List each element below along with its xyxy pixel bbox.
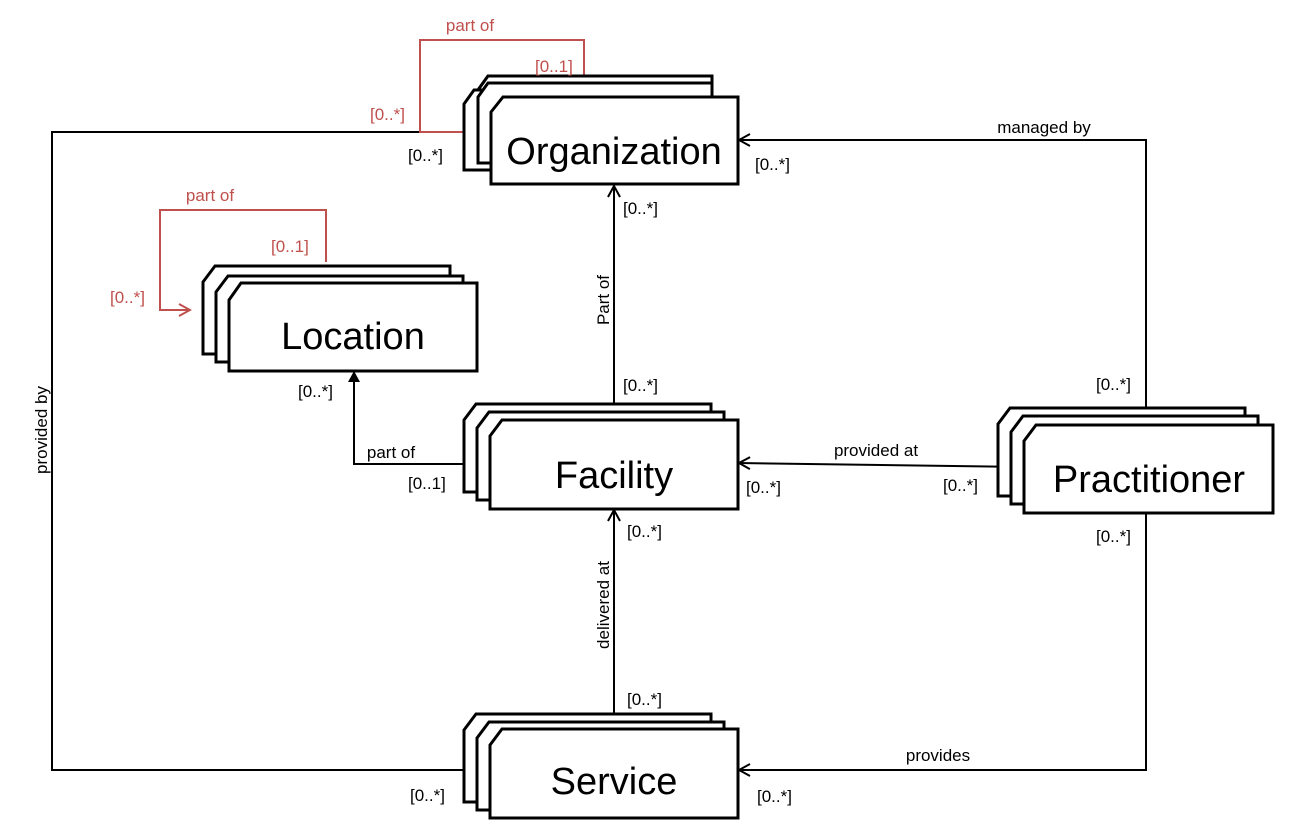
facility-part-of-org-facility-mult: [0..*] [623, 376, 658, 395]
provides-label: provides [906, 746, 970, 765]
org-self-upper-mult: [0..1] [535, 57, 573, 76]
provided-by-label: provided by [32, 386, 51, 474]
loc-self-upper-mult: [0..1] [271, 237, 309, 256]
managed-by-practitioner-mult: [0..*] [1096, 375, 1131, 394]
delivered-at-label: delivered at [594, 561, 613, 649]
organization-node[interactable]: Organization [462, 74, 740, 186]
practitioner-node[interactable]: Practitioner [996, 406, 1275, 515]
provided-by-service-mult: [0..*] [410, 786, 445, 805]
org-self-label: part of [446, 16, 494, 35]
connector-facility-part-of-location [348, 371, 490, 465]
provides-service-mult: [0..*] [757, 787, 792, 806]
connector-provided-by [51, 132, 488, 771]
connector-provided-at [739, 463, 1023, 467]
provided-at-label: provided at [834, 441, 918, 460]
provided-at-practitioner-mult: [0..*] [943, 476, 978, 495]
connector-location-self [159, 209, 327, 310]
delivered-at-service-mult: [0..*] [627, 690, 662, 709]
connector-organization-self [419, 39, 585, 132]
provided-at-facility-mult: [0..*] [746, 478, 781, 497]
provides-practitioner-mult: [0..*] [1096, 527, 1131, 546]
delivered-at-facility-mult: [0..*] [627, 522, 662, 541]
facility-part-of-location-facility-mult: [0..1] [408, 474, 446, 493]
facility-node[interactable]: Facility [462, 402, 740, 511]
provided-by-org-mult: [0..*] [408, 146, 443, 165]
practitioner-label: Practitioner [1053, 459, 1246, 501]
connector-managed-by [739, 140, 1147, 410]
facility-part-of-location-label: part of [367, 443, 415, 462]
service-node[interactable]: Service [462, 712, 740, 820]
facility-part-of-org-org-mult: [0..*] [623, 199, 658, 218]
location-label: Location [281, 316, 425, 358]
location-node[interactable]: Location [201, 264, 479, 373]
service-label: Service [551, 761, 678, 803]
facility-part-of-location-location-mult: [0..*] [298, 382, 333, 401]
org-self-lower-mult: [0..*] [370, 105, 405, 124]
facility-label: Facility [555, 455, 673, 497]
facility-part-of-org-label: Part of [594, 275, 613, 325]
managed-by-label: managed by [997, 118, 1091, 137]
connector-provides [739, 512, 1147, 770]
loc-self-lower-mult: [0..*] [110, 288, 145, 307]
loc-self-label: part of [186, 186, 234, 205]
organization-label: Organization [506, 131, 721, 173]
managed-by-org-mult: [0..*] [755, 155, 790, 174]
